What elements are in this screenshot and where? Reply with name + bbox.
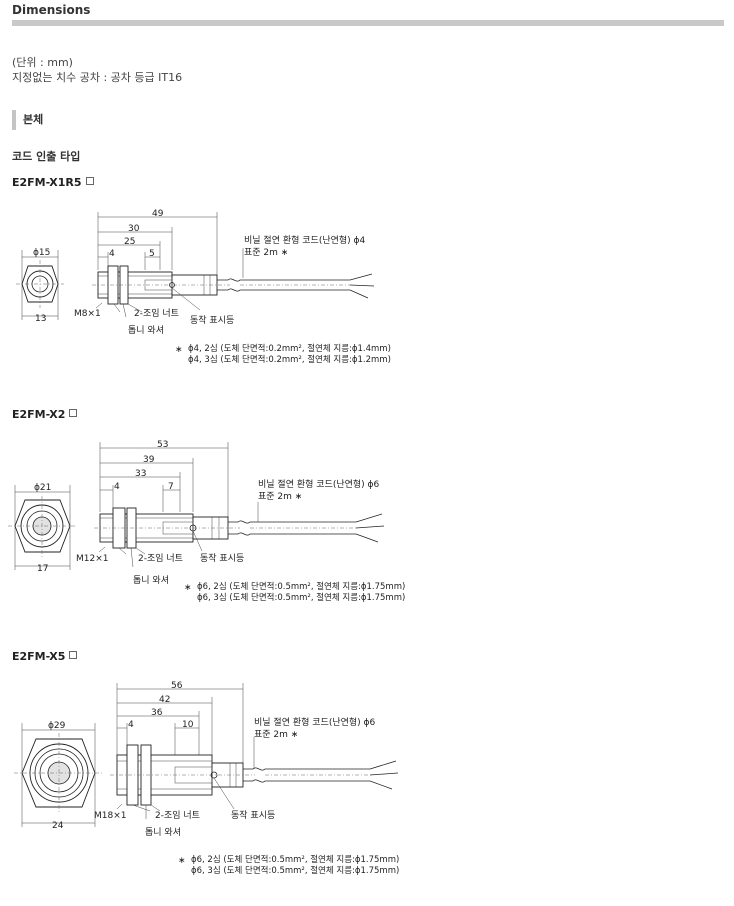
- checkbox-icon: [69, 409, 78, 417]
- front-view: [8, 485, 76, 570]
- model-name-1: E2FM-X1R5: [12, 176, 94, 189]
- width-label: 13: [35, 314, 46, 324]
- nut-label: 2-조임 너트: [138, 552, 183, 564]
- dimension-lines: [99, 442, 229, 518]
- checkbox-icon: [85, 177, 94, 185]
- side-view: [92, 265, 375, 305]
- unit-line: (단위 : mm): [12, 56, 73, 69]
- cable-label: 비닐 절연 환형 코드(난연형) ϕ4: [244, 234, 365, 246]
- dimension-lines: [97, 212, 218, 275]
- drawing-e2fm-x1r5: ϕ15 13 49 30 25 4 5: [16, 209, 391, 365]
- dim-10: 10: [182, 720, 194, 730]
- dim-total: 56: [171, 681, 183, 691]
- model-name-2: E2FM-X2: [12, 408, 78, 421]
- note-line-2: ϕ6, 3심 (도체 단면적:0.5mm², 절연체 지름:ϕ1.75mm): [191, 865, 399, 876]
- diameter-label: ϕ21: [34, 483, 51, 493]
- dim-33: 33: [135, 469, 146, 479]
- dim-7: 7: [168, 482, 174, 492]
- dim-42: 42: [159, 695, 170, 705]
- note-star: ∗: [178, 856, 186, 866]
- dim-4: 4: [128, 720, 134, 730]
- thread-label: M8×1: [74, 309, 101, 319]
- side-view: [94, 507, 385, 549]
- cable-label: 비닐 절연 환형 코드(난연형) ϕ6: [258, 478, 379, 490]
- washer-label: 톱니 와셔: [128, 324, 164, 336]
- subsection-title: 코드 인출 타입: [12, 150, 81, 163]
- washer-label: 톱니 와셔: [133, 574, 169, 586]
- note-star: ∗: [184, 583, 192, 593]
- indicator-label: 동작 표시등: [231, 810, 275, 821]
- thread-label: M12×1: [76, 554, 108, 564]
- checkbox-icon: [69, 651, 78, 659]
- dimensions-title: Dimensions: [12, 3, 91, 17]
- washer-label: 톱니 와셔: [145, 826, 181, 838]
- dim-25: 25: [124, 237, 135, 247]
- model-name-3: E2FM-X5: [12, 650, 78, 663]
- model-name-text: E2FM-X1R5: [12, 176, 82, 189]
- diameter-label: ϕ15: [33, 248, 50, 258]
- section-title: 본체: [12, 110, 43, 130]
- diameter-label: ϕ29: [48, 721, 66, 731]
- model-name-text: E2FM-X5: [12, 650, 66, 663]
- dim-5: 5: [149, 249, 155, 259]
- note-line-1: ϕ4, 2심 (도체 단면적:0.2mm², 절연체 지름:ϕ1.4mm): [188, 343, 391, 354]
- thread-label: M18×1: [94, 811, 126, 821]
- dim-total: 49: [152, 209, 164, 219]
- note-star: ∗: [175, 345, 183, 355]
- note-line-2: ϕ4, 3심 (도체 단면적:0.2mm², 절연체 지름:ϕ1.2mm): [188, 354, 391, 365]
- drawing-e2fm-x5: ϕ29 24 56 42 36 4 10 M18×1: [14, 681, 399, 876]
- cable-length: 표준 2m ∗: [244, 247, 288, 258]
- drawing-e2fm-x2: ϕ21 17 53 39 33 4 7 M12×1: [8, 440, 405, 603]
- indicator-label: 동작 표시등: [200, 553, 244, 564]
- width-label: 24: [52, 821, 64, 831]
- dimension-lines: [116, 683, 244, 763]
- nut-label: 2-조임 너트: [134, 307, 179, 319]
- front-view: [16, 250, 64, 320]
- note-line-1: ϕ6, 2심 (도체 단면적:0.5mm², 절연체 지름:ϕ1.75mm): [197, 581, 405, 592]
- cable-label: 비닐 절연 환형 코드(난연형) ϕ6: [254, 716, 375, 728]
- dim-4: 4: [109, 249, 115, 259]
- note-line-1: ϕ6, 2심 (도체 단면적:0.5mm², 절연체 지름:ϕ1.75mm): [191, 854, 399, 865]
- dim-30: 30: [128, 224, 140, 234]
- indicator-label: 동작 표시등: [190, 315, 234, 326]
- dim-total: 53: [157, 440, 168, 450]
- cable-length: 표준 2m ∗: [254, 729, 298, 740]
- width-label: 17: [37, 564, 48, 574]
- cable-length: 표준 2m ∗: [258, 491, 302, 502]
- unit-note: (단위 : mm) 지정없는 치수 공차 : 공차 등급 IT16: [12, 55, 182, 85]
- dim-4: 4: [114, 482, 120, 492]
- header-divider: [12, 20, 724, 26]
- tolerance-line: 지정없는 치수 공차 : 공차 등급 IT16: [12, 71, 183, 84]
- note-line-2: ϕ6, 3심 (도체 단면적:0.5mm², 절연체 지름:ϕ1.75mm): [197, 592, 405, 603]
- front-view: [14, 723, 102, 827]
- dim-39: 39: [143, 455, 155, 465]
- dim-36: 36: [151, 708, 163, 718]
- model-name-text: E2FM-X2: [12, 408, 66, 421]
- nut-label: 2-조임 너트: [155, 809, 200, 821]
